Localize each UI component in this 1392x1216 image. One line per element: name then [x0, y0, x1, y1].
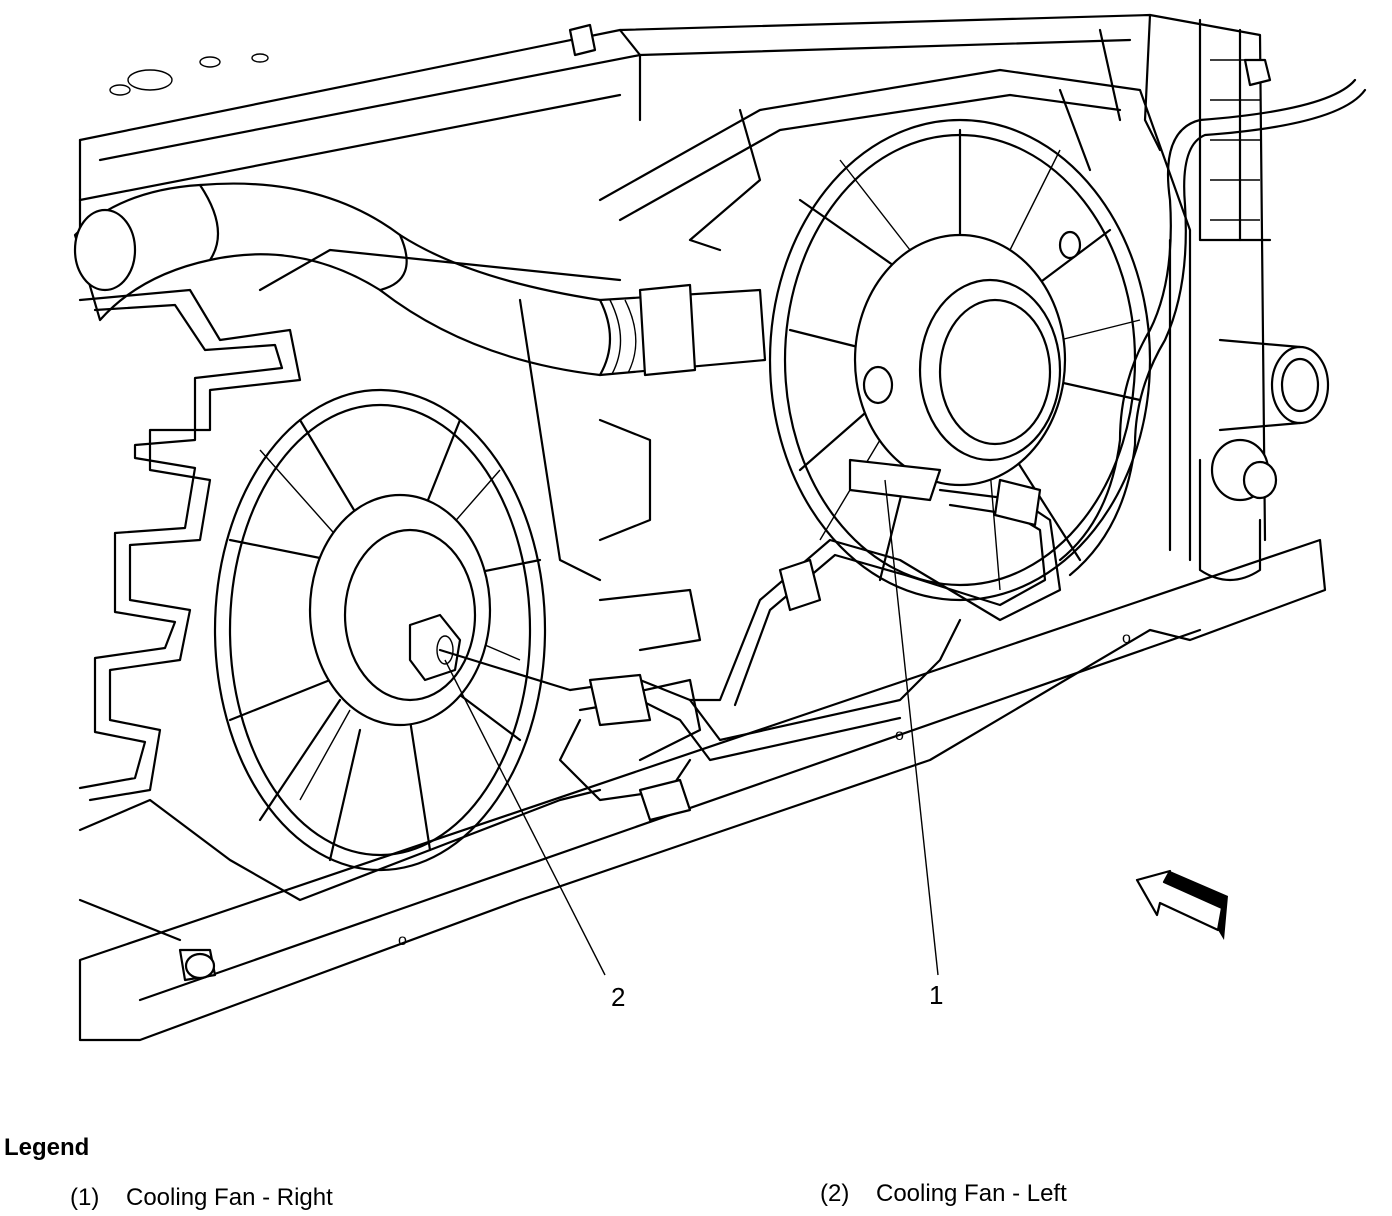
- front-view-arrow-icon: [1135, 869, 1228, 940]
- legend-item-number: (1): [70, 1184, 100, 1211]
- rail-hole-mark: o: [895, 727, 904, 744]
- left-cooling-fan: [213, 388, 572, 872]
- legend-item-number: (2): [820, 1180, 850, 1207]
- right-cooling-fan: [768, 118, 1152, 602]
- rail-hole-mark: o: [1122, 630, 1131, 647]
- callout-2-label: 2: [611, 982, 625, 1012]
- rail-hole-mark: o: [398, 932, 407, 949]
- radiator-frame: o o o: [78, 13, 1327, 1042]
- legend-title: Legend: [4, 1134, 90, 1161]
- cooling-fan-assembly-diagram: o o o: [73, 13, 1367, 1042]
- radiator-outlet: [568, 23, 1330, 581]
- legend-item-cooling-fan-right: (1) Cooling Fan - Right: [70, 1184, 333, 1212]
- right-fan-shroud: [598, 28, 1192, 562]
- wiring-harness: [558, 78, 1367, 822]
- legend-item-cooling-fan-left: (2) Cooling Fan - Left: [820, 1180, 1067, 1208]
- legend-item-text: Cooling Fan - Left: [876, 1180, 1067, 1207]
- callout-1-label: 1: [929, 980, 943, 1010]
- legend-item-text: Cooling Fan - Right: [126, 1184, 333, 1211]
- upper-radiator-hose: [73, 182, 767, 377]
- callout-leaders: [444, 479, 939, 976]
- left-fan-shroud: [78, 248, 702, 902]
